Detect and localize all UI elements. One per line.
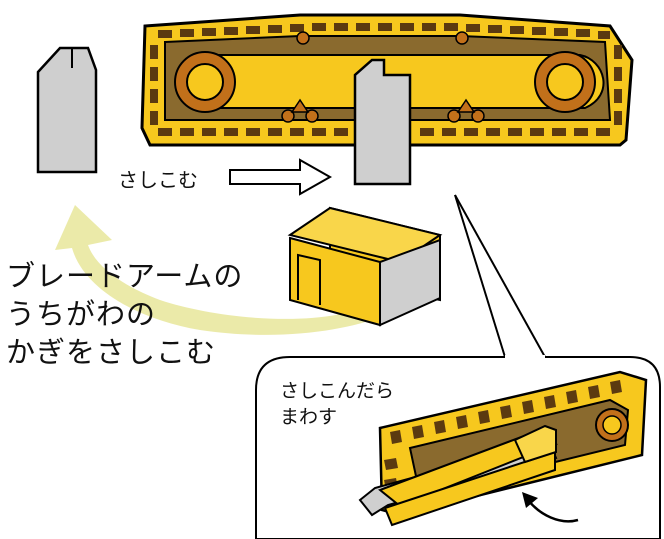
curved-arrow: [55, 205, 385, 335]
insert-label: さしこむ: [118, 168, 198, 192]
callout-text-line1: さしこんだら: [280, 380, 395, 402]
main-instruction-line1: ブレードアームの: [6, 259, 244, 293]
callout-arm-detail: [358, 370, 648, 527]
main-instruction-line3: かぎをさしこむ: [6, 335, 217, 369]
key-inserted: [353, 58, 412, 186]
slot-cube: [287, 206, 443, 327]
main-instruction-line2: うちがわの: [6, 297, 157, 331]
insert-arrow: [229, 158, 333, 196]
key-standalone: [36, 46, 98, 174]
callout-text-line2: まわす: [280, 406, 338, 428]
